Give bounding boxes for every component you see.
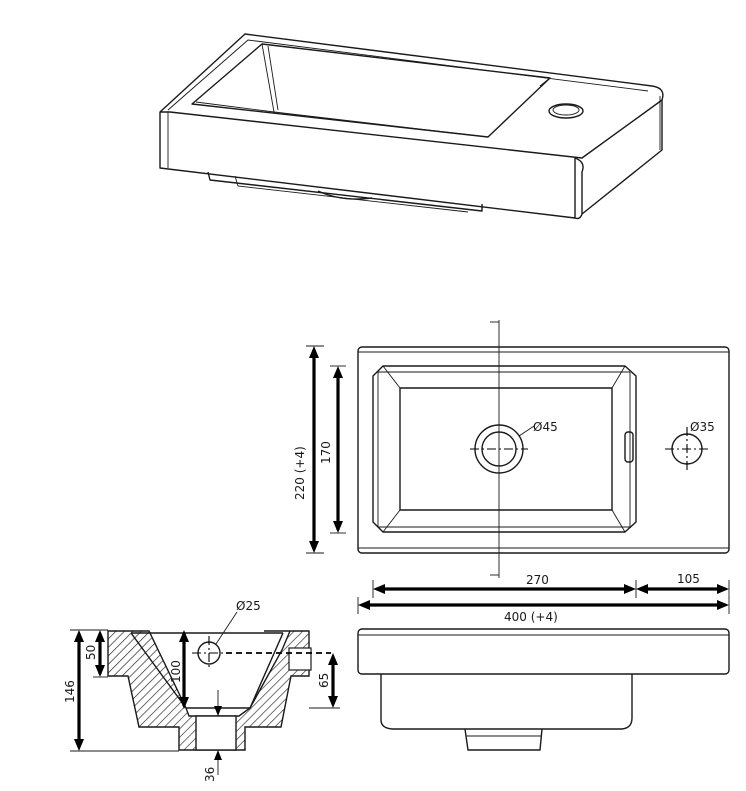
- plan-dimensions: [306, 345, 730, 614]
- label-tap-hole-diameter: Ø35: [690, 420, 715, 434]
- plan-view: [357, 320, 730, 578]
- label-section-height-total: 146: [63, 680, 77, 703]
- label-overflow-diameter: Ø25: [236, 599, 261, 613]
- isometric-view: [159, 33, 664, 220]
- label-section-waste-height: 36: [203, 767, 217, 782]
- label-section-overflow-height: 65: [317, 673, 331, 688]
- section-view: [107, 611, 331, 775]
- front-view: [357, 628, 730, 751]
- label-width-total: 400 (+4): [504, 610, 558, 624]
- label-width-deck: 105: [677, 572, 700, 586]
- label-drain-diameter: Ø45: [533, 420, 558, 434]
- label-plan-height-total: 220 (+4): [293, 446, 307, 500]
- label-width-bowl: 270: [526, 573, 549, 587]
- label-section-rim: 50: [84, 645, 98, 660]
- label-plan-height-inner: 170: [319, 441, 333, 464]
- label-section-depth: 100: [169, 660, 183, 683]
- dimension-labels: 220 (+4) 170 270 105 400 (+4) Ø45 Ø35 Ø2…: [63, 420, 715, 782]
- section-dimensions: [70, 629, 340, 752]
